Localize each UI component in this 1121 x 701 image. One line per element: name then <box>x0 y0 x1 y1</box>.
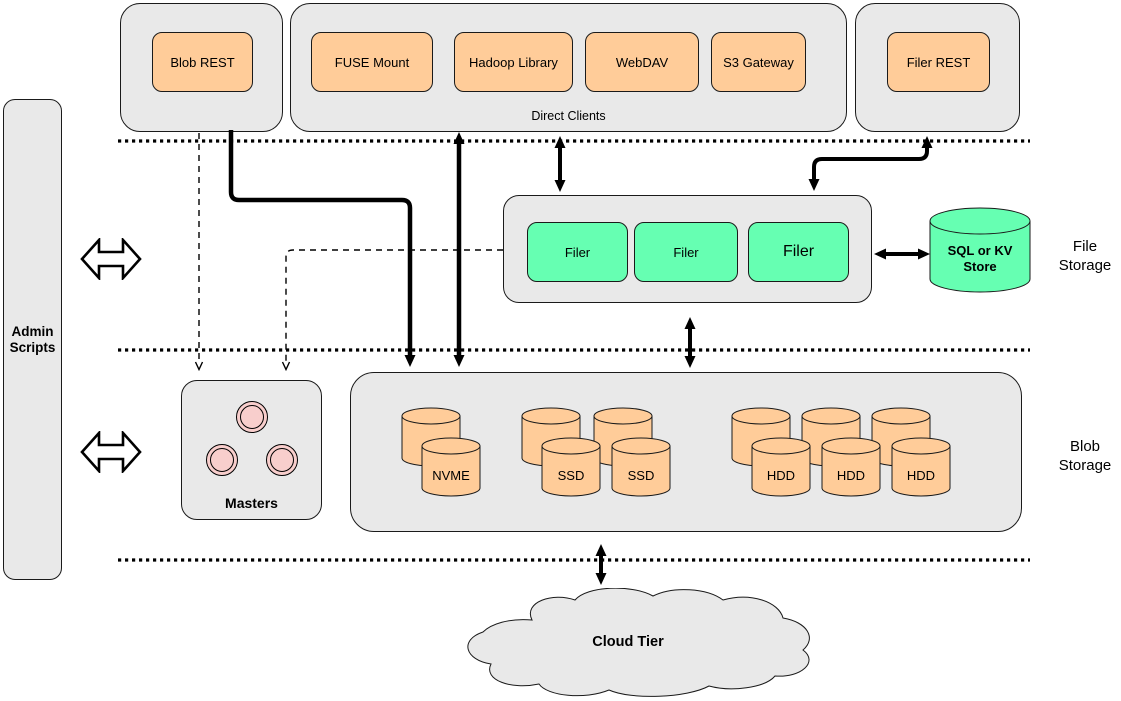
filer-label-3: Filer <box>782 243 815 260</box>
admin-scripts-label-line2: Scripts <box>9 339 56 355</box>
volume-label-ssd: SSD <box>628 468 655 483</box>
file-storage-tier-label: File Storage <box>1045 237 1121 275</box>
admin-blob-storage-double-arrow-icon <box>80 431 142 473</box>
master-node-icon <box>236 401 268 433</box>
masters-label: Masters <box>225 495 278 511</box>
sql-kv-store-label-line2: Store <box>963 259 996 274</box>
admin-file-storage-double-arrow-icon <box>80 238 142 280</box>
arrow-blob-rest-to-blob-storage <box>228 130 416 367</box>
volume-label-hdd: HDD <box>837 468 865 483</box>
cloud-tier-shape: Cloud Tier <box>467 588 810 697</box>
arrow-filer-rest-filer <box>808 136 933 191</box>
direct-clients-container: FUSE Mount Hadoop Library WebDAV S3 Gate… <box>290 3 847 132</box>
filer-node-2: Filer <box>634 222 738 282</box>
volume-label-hdd: HDD <box>907 468 935 483</box>
volume-cylinder-nvme: NVME <box>421 437 481 497</box>
filer-node-1: Filer <box>527 222 628 282</box>
filer-rest-label: Filer REST <box>906 54 971 70</box>
sql-kv-store-cylinder: SQL or KV Store <box>929 207 1031 293</box>
fuse-mount-node: FUSE Mount <box>311 32 433 92</box>
masters-container: Masters <box>181 380 322 520</box>
direct-clients-caption: Direct Clients <box>531 109 606 123</box>
volume-cylinder-hdd: HDD <box>891 437 951 497</box>
blob-storage-tier-label: Blob Storage <box>1045 437 1121 475</box>
webdav-node: WebDAV <box>585 32 699 92</box>
master-node-icon <box>266 444 298 476</box>
filer-node-3: Filer <box>748 222 849 282</box>
volume-cylinder-hdd: HDD <box>751 437 811 497</box>
filer-rest-container: Filer REST <box>855 3 1020 132</box>
filer-rest-node: Filer REST <box>887 32 990 92</box>
blob-rest-label: Blob REST <box>170 54 235 70</box>
volume-label-ssd: SSD <box>558 468 585 483</box>
volume-cylinder-ssd: SSD <box>541 437 601 497</box>
volume-cylinder-hdd: HDD <box>821 437 881 497</box>
blob-storage-container: NVME SSD SSD HDD HDD HDD <box>350 372 1022 532</box>
blob-storage-label-line2: Storage <box>1058 457 1112 474</box>
filer-label-1: Filer <box>564 244 591 260</box>
hadoop-library-node: Hadoop Library <box>454 32 573 92</box>
file-storage-label-line2: Storage <box>1058 257 1112 274</box>
filer-label-2: Filer <box>673 244 699 260</box>
cloud-tier-label: Cloud Tier <box>592 634 664 650</box>
admin-scripts-panel: Admin Scripts <box>3 99 62 580</box>
file-storage-label-line1: File <box>1072 238 1098 255</box>
sql-kv-store-label-line1: SQL or KV <box>948 243 1013 258</box>
hadoop-library-label: Hadoop Library <box>469 54 558 70</box>
s3-gateway-node: S3 Gateway <box>711 32 806 92</box>
s3-gateway-label: S3 Gateway <box>723 54 794 70</box>
filer-cluster-container: Filer Filer Filer <box>503 195 872 303</box>
webdav-label: WebDAV <box>615 54 669 70</box>
blob-rest-node: Blob REST <box>152 32 253 92</box>
master-node-icon <box>206 444 238 476</box>
blob-rest-container: Blob REST <box>120 3 283 132</box>
volume-label-nvme: NVME <box>432 468 470 483</box>
dashed-arrow-filer-to-masters <box>286 249 503 362</box>
blob-storage-label-line1: Blob <box>1069 438 1101 455</box>
volume-label-hdd: HDD <box>767 468 795 483</box>
volume-cylinder-ssd: SSD <box>611 437 671 497</box>
fuse-mount-label: FUSE Mount <box>334 54 410 70</box>
admin-scripts-label-line1: Admin <box>11 323 54 339</box>
